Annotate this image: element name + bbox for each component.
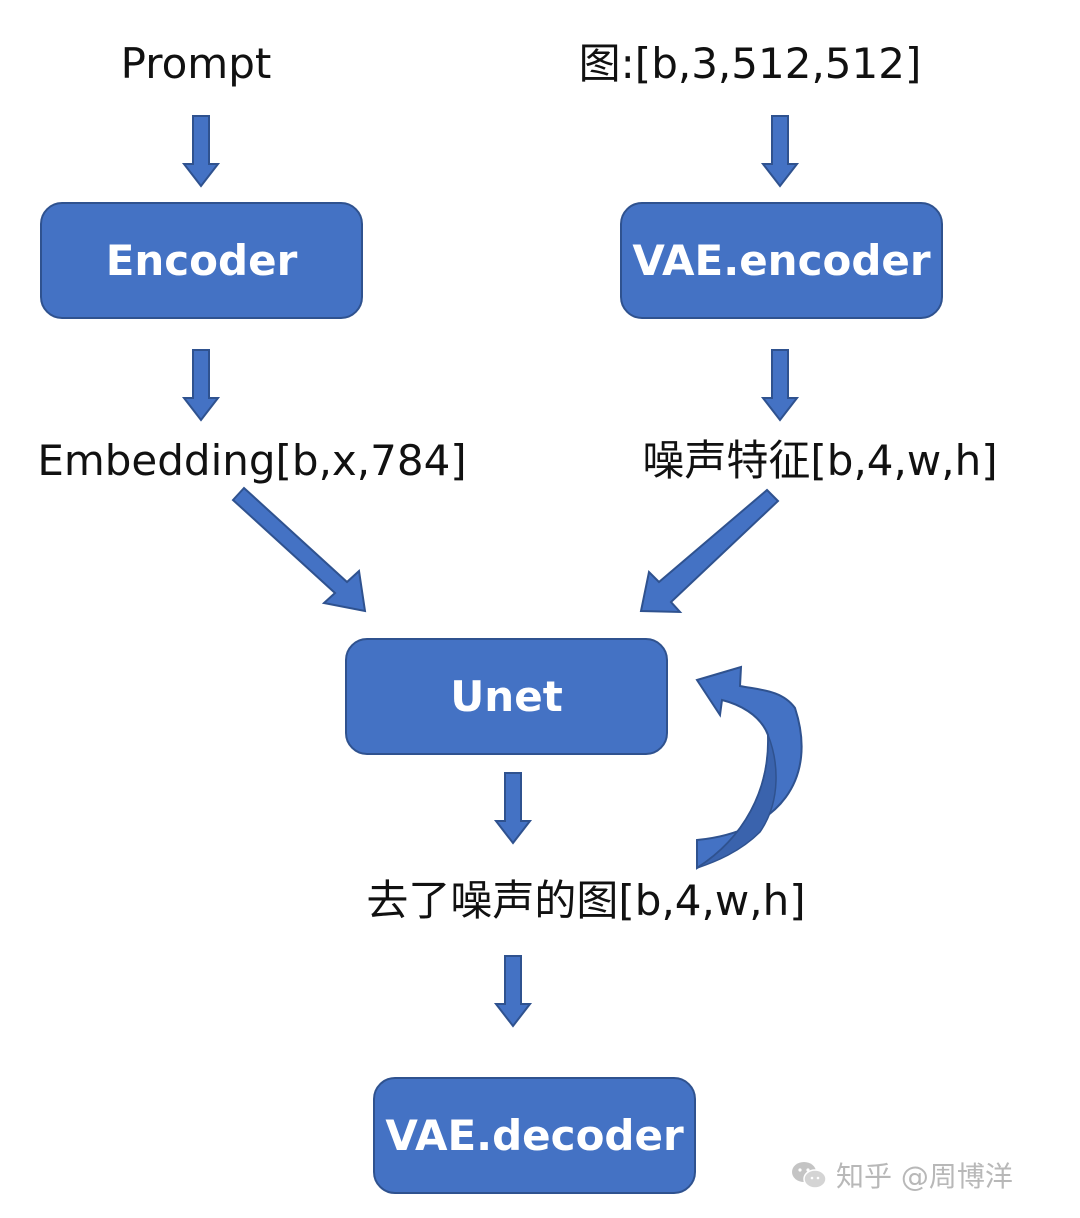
arrow-image-to-vae-encoder [760, 115, 800, 188]
arrow-vae-encoder-to-noise [760, 349, 800, 422]
arrow-embedding-to-unet [231, 486, 367, 613]
image-input-label: 图:[b,3,512,512] [578, 39, 922, 88]
unet-label: Unet [450, 672, 563, 721]
prompt-label: Prompt [120, 39, 272, 88]
encoder-box: Encoder [40, 202, 363, 319]
noise-feature-label: 噪声特征[b,4,w,h] [642, 436, 998, 485]
watermark-text: 知乎 @周博洋 [836, 1160, 1013, 1193]
denoised-label: 去了噪声的图[b,4,w,h] [366, 876, 806, 925]
embedding-label: Embedding[b,x,784] [37, 436, 467, 485]
vae-decoder-label: VAE.decoder [385, 1111, 684, 1160]
arrow-noise-to-unet [639, 488, 780, 614]
wechat-icon [792, 1162, 827, 1189]
arrow-encoder-to-embedding [181, 349, 221, 422]
vae-decoder-box: VAE.decoder [373, 1077, 696, 1194]
vae-encoder-box: VAE.encoder [620, 202, 943, 319]
encoder-label: Encoder [105, 236, 298, 285]
vae-encoder-label: VAE.encoder [632, 236, 931, 285]
arrow-prompt-to-encoder [181, 115, 221, 188]
watermark: 知乎 @周博洋 [790, 1155, 1013, 1195]
arrow-denoised-to-vae-decoder [493, 955, 533, 1028]
arrow-unet-to-denoised [493, 772, 533, 845]
unet-box: Unet [345, 638, 668, 755]
loop-arrow-shadow [696, 734, 777, 869]
